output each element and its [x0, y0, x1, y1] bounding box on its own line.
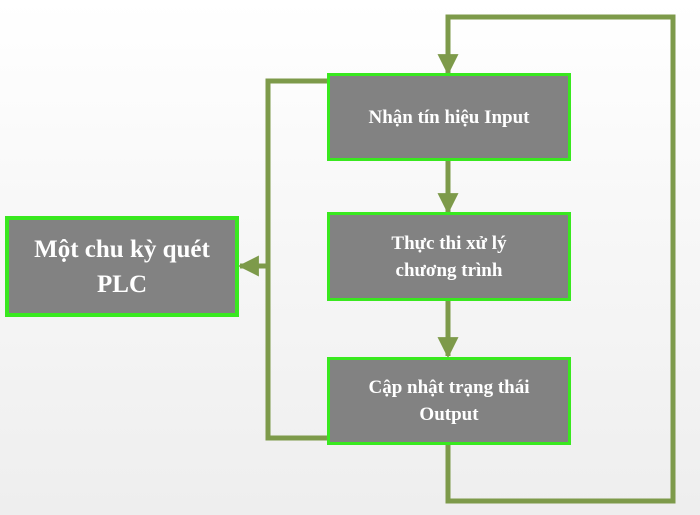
step-label-output: Cập nhật trạng thái Output — [368, 377, 530, 425]
step-box-execute: Thực thi xử lý chương trình — [327, 212, 571, 301]
summary-box-plc-cycle: Một chu kỳ quét PLC — [5, 216, 239, 317]
step-box-output: Cập nhật trạng thái Output — [327, 357, 571, 445]
step-label-input: Nhận tín hiệu Input — [368, 106, 530, 128]
arrow-output-loop-to-input — [437, 14, 676, 504]
step-label-execute: Thực thi xử lý chương trình — [391, 232, 507, 281]
step-box-input: Nhận tín hiệu Input — [327, 73, 571, 161]
summary-label: Một chu kỳ quét PLC — [34, 235, 210, 298]
bracket-cycle-steps — [265, 78, 327, 441]
